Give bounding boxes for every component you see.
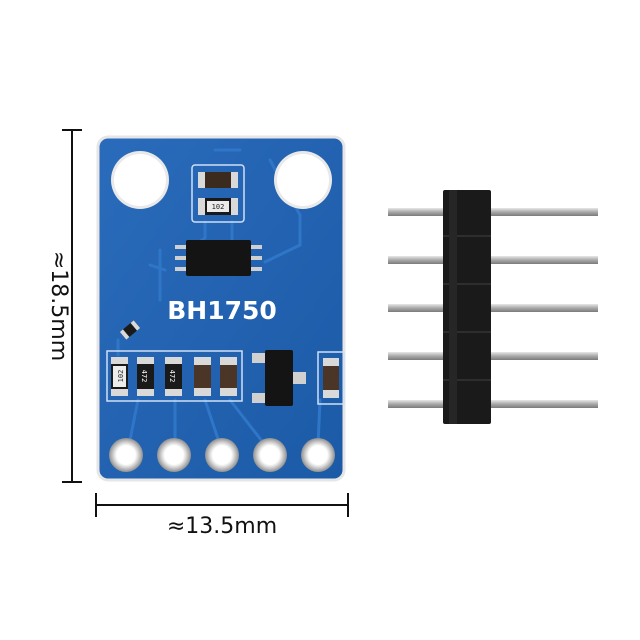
resistor-code-label: 102 [212, 203, 225, 211]
smd-resistor-102-top: 102 [198, 198, 238, 215]
pcb-board: 102 BH1750 102 [96, 135, 346, 482]
header-pin [388, 352, 598, 360]
header-pins [388, 208, 598, 408]
smd-capacitor-small [119, 320, 141, 340]
height-label: ≈18.5mm [46, 251, 71, 361]
smd-capacitor-a [194, 357, 211, 396]
pin-pads [109, 438, 335, 472]
pin-header [388, 190, 598, 424]
header-pin [388, 304, 598, 312]
width-dimension [95, 493, 349, 517]
board-label: BH1750 [167, 296, 277, 325]
height-dimension [62, 129, 82, 483]
smd-capacitor-top [198, 172, 238, 188]
smd-resistor-102-bottom: 102 [111, 357, 128, 396]
smd-resistor-472-a: 472 [137, 357, 154, 396]
header-pin [388, 256, 598, 264]
width-label: ≈13.5mm [167, 514, 277, 539]
header-pin [388, 208, 598, 216]
resistor-code-label: 472 [140, 370, 148, 383]
resistor-code-label: 472 [168, 370, 176, 383]
voltage-regulator-chip [252, 350, 306, 406]
smd-capacitor-b [220, 357, 237, 396]
header-pin [388, 400, 598, 408]
smd-resistor-472-b: 472 [165, 357, 182, 396]
smd-capacitor-right [323, 358, 339, 398]
bh1750-ic-chip [175, 240, 262, 276]
resistor-code-label: 102 [117, 370, 125, 383]
